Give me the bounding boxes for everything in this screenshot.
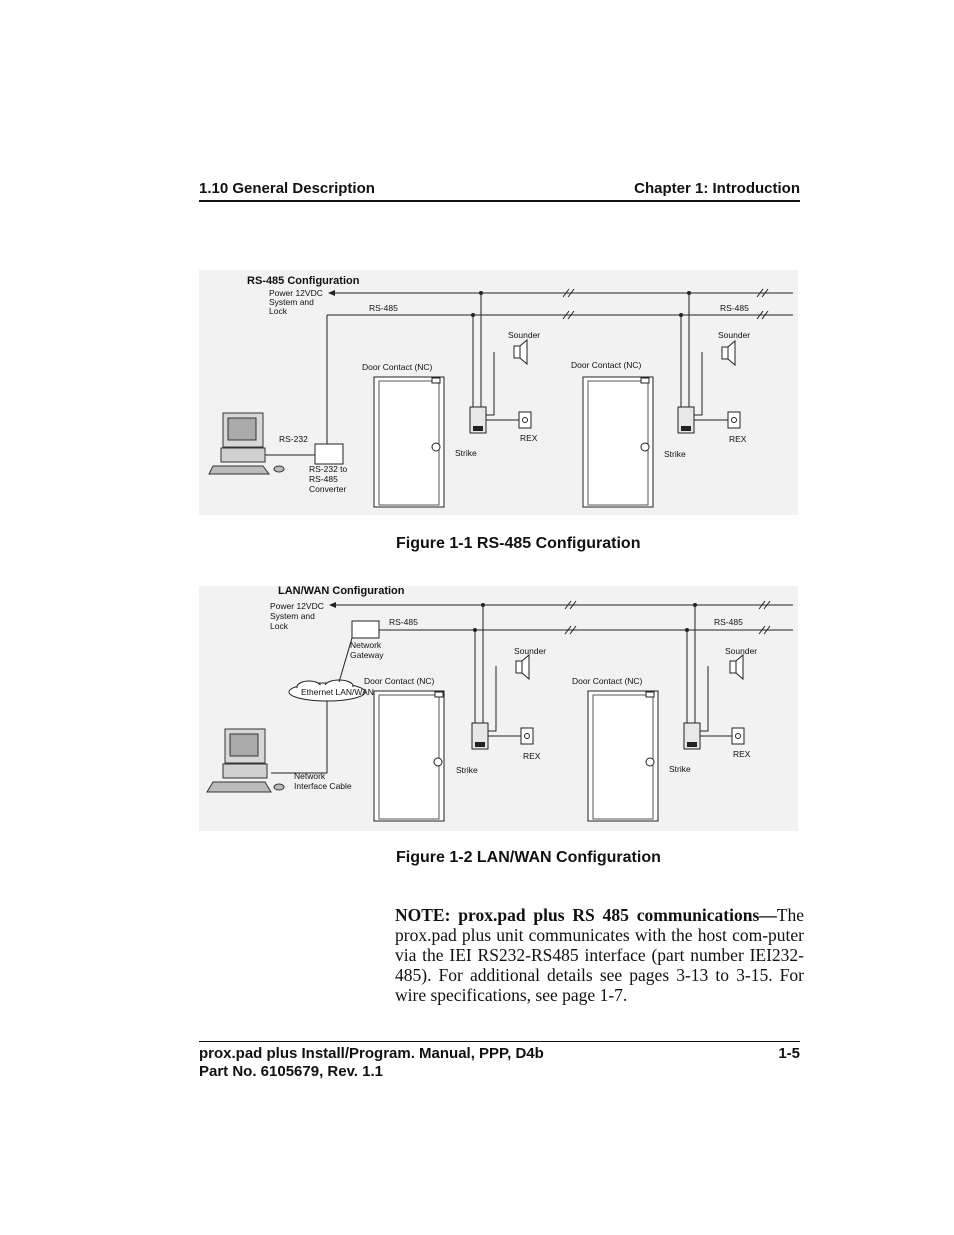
break-symbol-icon (756, 288, 769, 298)
rex-label-2: REX (729, 434, 747, 444)
cable-label-line2: Interface Cable (294, 781, 352, 791)
break-symbol-icon (564, 600, 577, 610)
cloud-label: Ethernet LAN/WAN (301, 687, 374, 697)
door-2 (587, 690, 659, 822)
header-rule (199, 200, 800, 202)
door-2 (582, 376, 654, 508)
sounder-wire-1 (486, 352, 495, 416)
computer-icon (206, 728, 285, 793)
power-label-line1: Power 12VDC (270, 601, 324, 611)
note-body: The prox.pad plus unit communicates with… (395, 905, 804, 1005)
sounder-label-1: Sounder (508, 330, 540, 340)
sounder-icon (721, 339, 736, 367)
power-arrow-icon (328, 290, 335, 296)
break-symbol-icon (758, 600, 771, 610)
door-unit-1: Door Contact (NC) Strike Sounder REX (364, 603, 546, 822)
sounder-icon (729, 653, 744, 681)
figure-1-caption: Figure 1-1 RS-485 Configuration (396, 535, 641, 552)
sounder-icon (515, 653, 530, 681)
converter-label-line2: RS-485 (309, 474, 338, 484)
break-symbol-icon (562, 310, 575, 320)
figure-lanwan-diagram: LAN/WAN Configuration Power 12VDC System… (199, 586, 798, 831)
figure-rs485-diagram: RS-485 Configuration Power 12VDC System … (199, 270, 798, 515)
door-contact-2 (640, 377, 650, 384)
rex-label-1: REX (520, 433, 538, 443)
door-contact-1 (434, 691, 444, 698)
converter-label-line1: RS-232 to (309, 464, 348, 474)
sounder-wire-2 (700, 666, 709, 732)
rs232-label: RS-232 (279, 434, 308, 444)
door-1 (373, 690, 445, 822)
sounder-wire-2 (694, 352, 703, 416)
sounder-label-2: Sounder (718, 330, 750, 340)
rex-label-2: REX (733, 749, 751, 759)
rs485-diagram-svg: RS-485 Configuration Power 12VDC System … (208, 275, 793, 508)
door-contact-label-1: Door Contact (NC) (364, 676, 435, 686)
door-contact-1 (431, 377, 441, 384)
converter-box (314, 443, 344, 465)
door-contact-label-1: Door Contact (NC) (362, 362, 433, 372)
door-unit-2: Door Contact (NC) Strike Sounder REX (572, 603, 757, 822)
break-symbol-icon (758, 625, 771, 635)
strike-1 (431, 442, 441, 452)
footer-manual-title: prox.pad plus Install/Program. Manual, P… (199, 1045, 544, 1062)
rs485-label-right: RS-485 (720, 303, 749, 313)
rs485-label-left: RS-485 (369, 303, 398, 313)
door-contact-label-2: Door Contact (NC) (571, 360, 642, 370)
break-symbol-icon (562, 288, 575, 298)
break-symbol-icon (756, 310, 769, 320)
door-contact-2 (645, 691, 655, 698)
strike-label-1: Strike (455, 448, 477, 458)
rs485-label-right: RS-485 (714, 617, 743, 627)
computer-icon (208, 412, 285, 475)
running-header-section: 1.10 General Description (199, 180, 375, 197)
figure-2-caption: Figure 1-2 LAN/WAN Configuration (396, 849, 661, 866)
rs485-label-left: RS-485 (389, 617, 418, 627)
power-label-line2: System and (270, 611, 315, 621)
door-1 (373, 376, 445, 508)
strike-2 (645, 757, 655, 767)
footer-part-number: Part No. 6105679, Rev. 1.1 (199, 1063, 383, 1080)
rex-label-1: REX (523, 751, 541, 761)
gateway-label-line2: Gateway (350, 650, 384, 660)
power-label-line3: Lock (270, 621, 289, 631)
break-symbol-icon (564, 625, 577, 635)
network-interface-cable (271, 701, 328, 774)
door-unit-2: Door Contact (NC) Strike Sounder REX (571, 291, 750, 508)
gateway-label-line1: Network (350, 640, 382, 650)
strike-label-2: Strike (664, 449, 686, 459)
sounder-wire-1 (488, 666, 497, 732)
strike-label-1: Strike (456, 765, 478, 775)
power-label-line1: Power 12VDC (269, 288, 323, 298)
note-paragraph: NOTE: prox.pad plus RS 485 communication… (395, 905, 804, 1005)
strike-label-2: Strike (669, 764, 691, 774)
network-gateway-box (351, 620, 380, 639)
gateway-to-cloud (338, 637, 353, 683)
strike-2 (640, 442, 650, 452)
sounder-icon (513, 338, 528, 366)
note-lead: NOTE: prox.pad plus RS 485 communication… (395, 905, 777, 925)
door-unit-1: Door Contact (NC) Strike Sounder REX (362, 291, 540, 508)
footer-rule (199, 1041, 800, 1042)
power-label-line3: Lock (269, 306, 288, 316)
cable-label-line1: Network (294, 771, 326, 781)
converter-label-line3: Converter (309, 484, 346, 494)
page-number: 1-5 (778, 1045, 800, 1062)
door-contact-label-2: Door Contact (NC) (572, 676, 643, 686)
power-arrow-icon (329, 602, 336, 608)
sounder-label-2: Sounder (725, 646, 757, 656)
running-header-chapter: Chapter 1: Introduction (634, 180, 800, 197)
diagram-title: RS-485 Configuration (247, 275, 360, 287)
sounder-label-1: Sounder (514, 646, 546, 656)
strike-1 (433, 757, 443, 767)
lanwan-diagram-svg: LAN/WAN Configuration Power 12VDC System… (206, 586, 793, 822)
power-label-line2: System and (269, 297, 314, 307)
diagram-title: LAN/WAN Configuration (278, 586, 405, 597)
